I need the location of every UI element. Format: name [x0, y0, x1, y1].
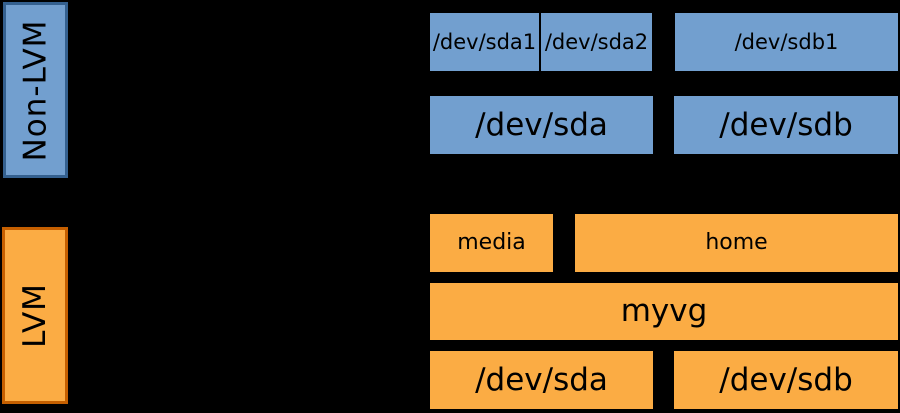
physical-volume-sda-box: /dev/sda	[430, 351, 653, 409]
logical-volume-home-label: home	[705, 230, 768, 255]
partition-sda2-box: /dev/sda2	[541, 13, 652, 71]
volume-group-myvg-box: myvg	[430, 283, 898, 340]
logical-volume-media-box: media	[430, 214, 553, 272]
disk-sda-box: /dev/sda	[430, 96, 653, 154]
logical-volume-home-box: home	[575, 214, 898, 272]
partition-sdb1-box: /dev/sdb1	[675, 13, 898, 71]
logical-volume-media-label: media	[457, 230, 526, 255]
physical-volume-sdb-box: /dev/sdb	[674, 351, 898, 409]
partition-sdb1-label: /dev/sdb1	[734, 29, 839, 54]
disk-sdb-label: /dev/sdb	[719, 106, 853, 143]
non-lvm-section-label: Non-LVM	[3, 2, 68, 178]
lvm-section-label: LVM	[2, 227, 68, 404]
partition-sda1-label: /dev/sda1	[432, 29, 537, 54]
disk-sda-label: /dev/sda	[475, 106, 608, 143]
disk-sdb-box: /dev/sdb	[674, 96, 898, 154]
physical-volume-sda-label: /dev/sda	[475, 361, 608, 398]
physical-volume-sdb-label: /dev/sdb	[719, 361, 853, 398]
lvm-label-text: LVM	[16, 283, 53, 348]
non-lvm-label-text: Non-LVM	[17, 19, 53, 161]
partition-sda2-label: /dev/sda2	[544, 29, 649, 54]
partition-sda1-box: /dev/sda1	[430, 13, 539, 71]
volume-group-myvg-label: myvg	[620, 293, 708, 329]
